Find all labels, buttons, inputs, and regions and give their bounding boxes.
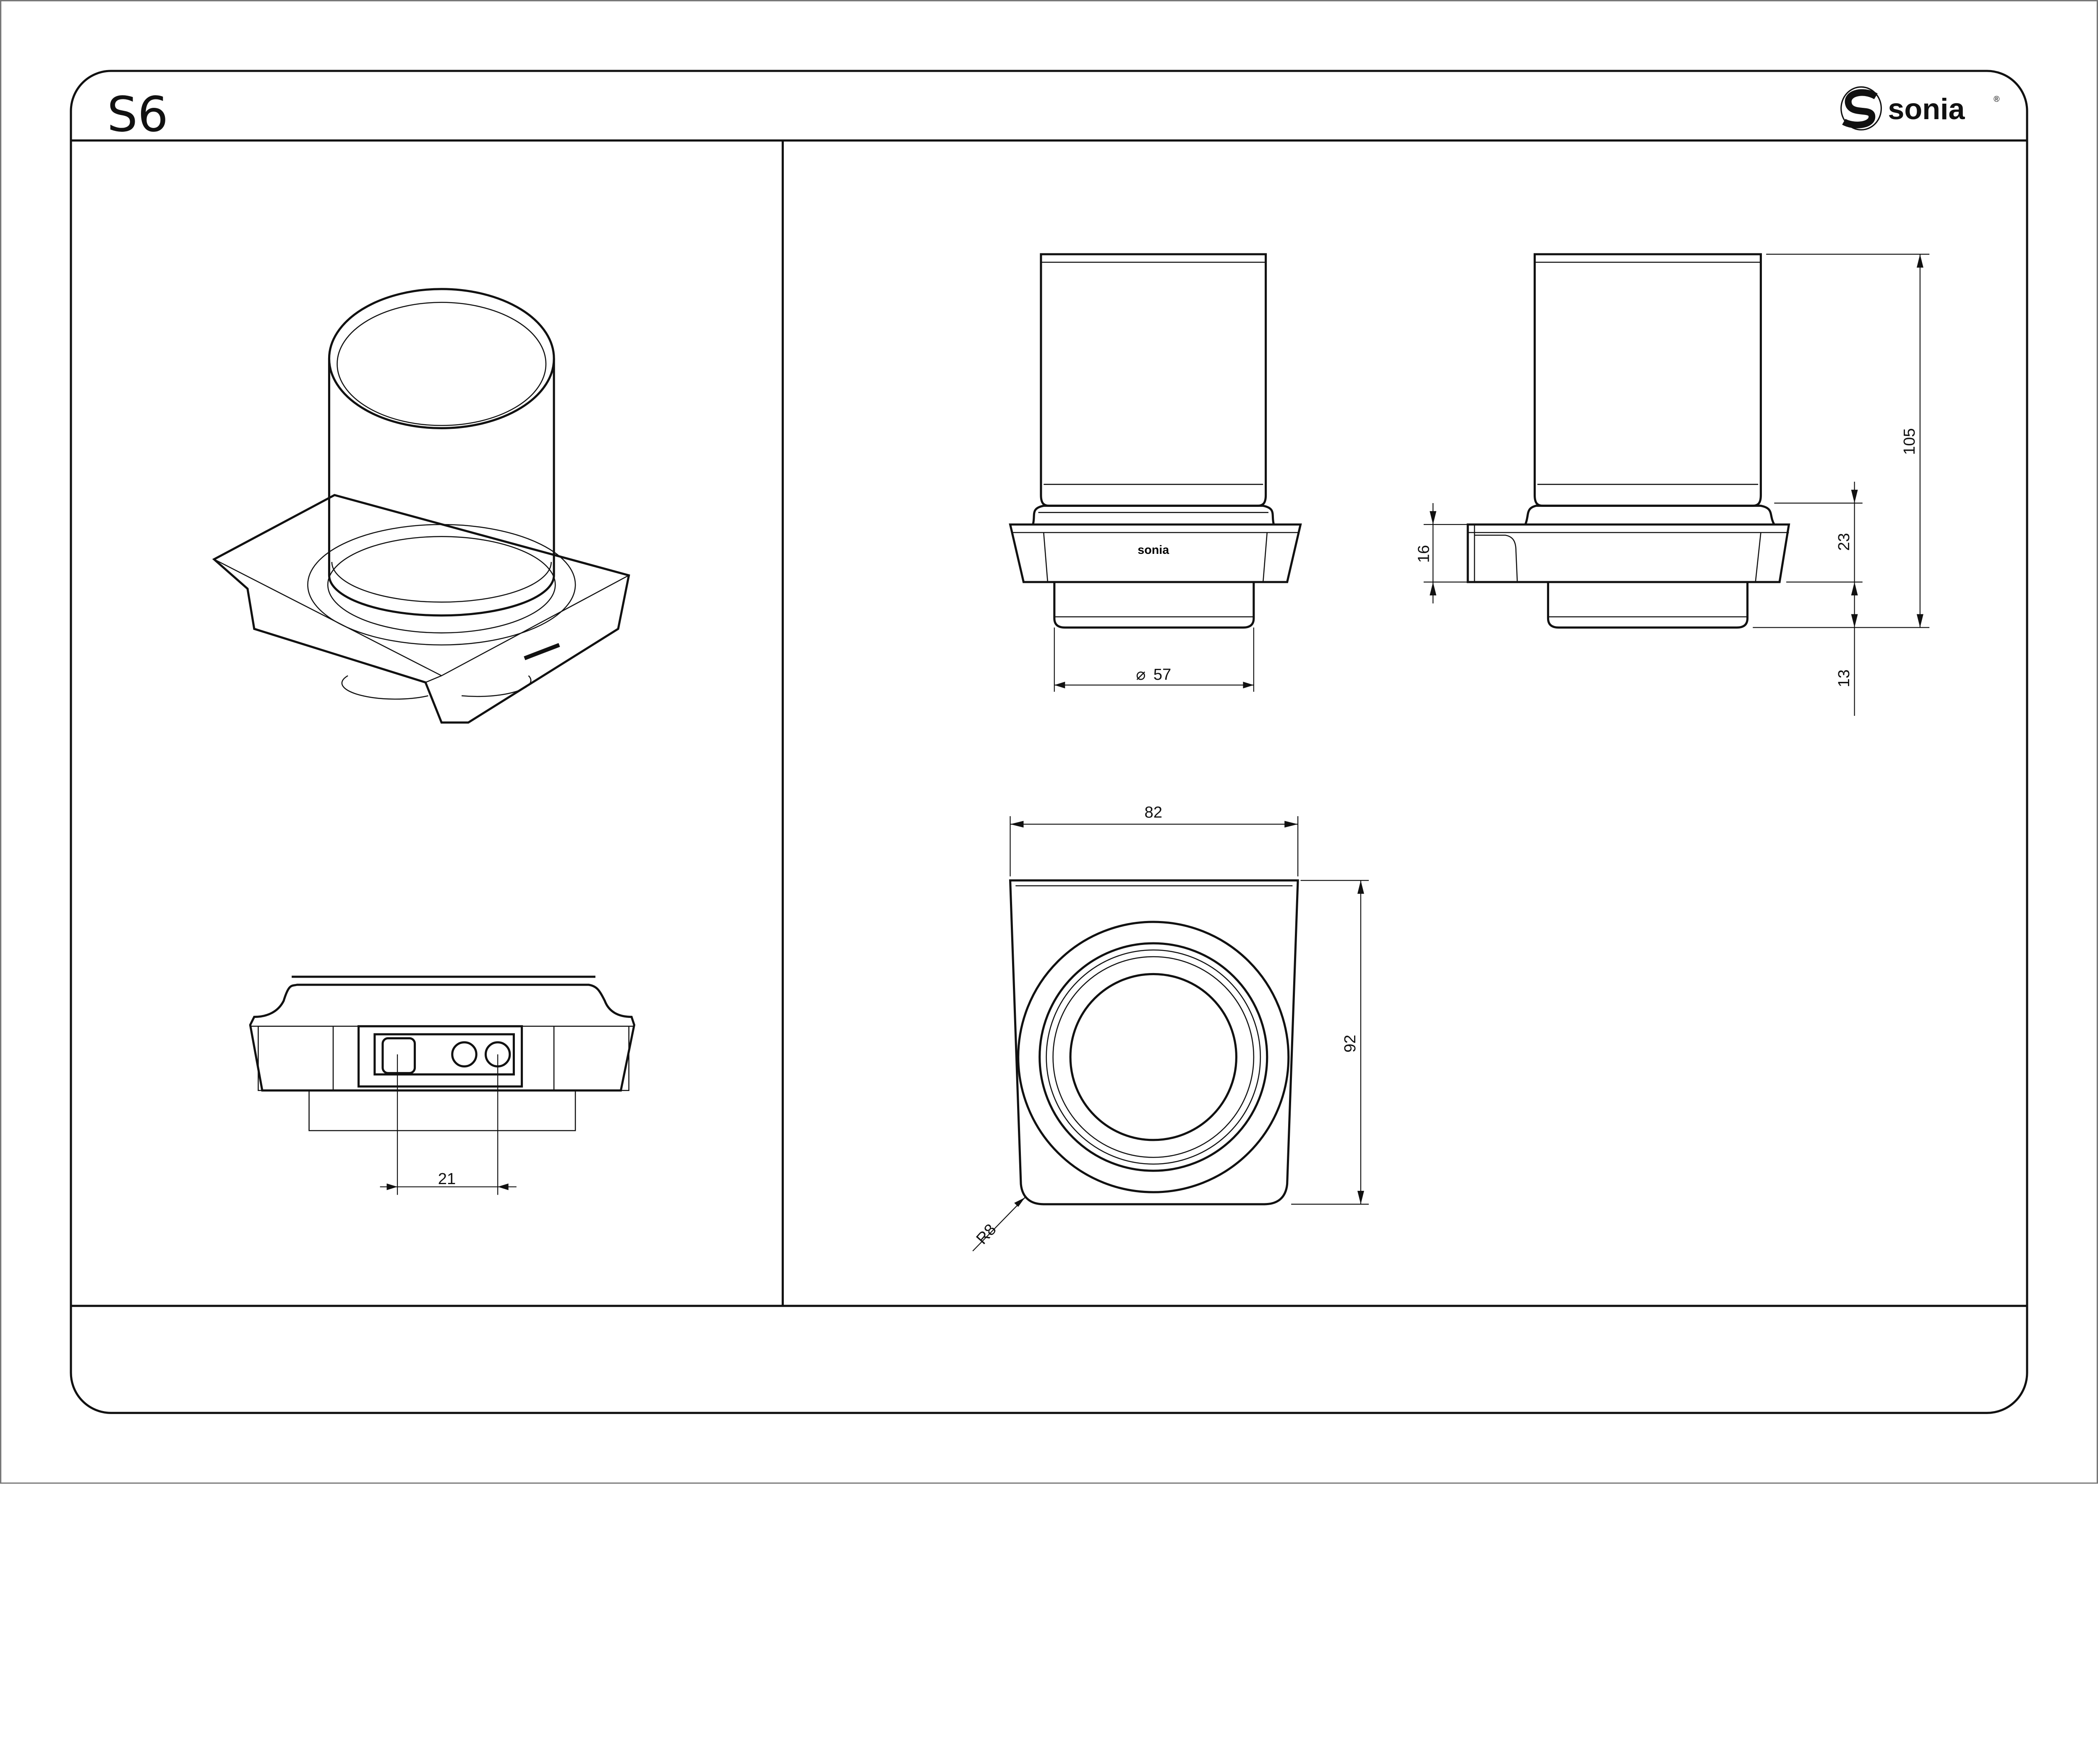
registered-mark: ® xyxy=(1994,95,1999,104)
sheet-title: S6 xyxy=(107,86,168,143)
dim-hole-spacing: 21 xyxy=(438,1170,456,1188)
brand-name: sonia xyxy=(1888,92,1965,125)
dim-diameter-symbol: ⌀ xyxy=(1136,665,1146,684)
outer-border xyxy=(0,0,2098,1484)
title-frame xyxy=(70,70,2028,1414)
dim-diameter: 57 xyxy=(1153,665,1172,684)
logo-s-icon xyxy=(1842,89,1878,128)
dim-depth: 92 xyxy=(1341,1035,1359,1053)
dim-holder-height: 23 xyxy=(1835,533,1853,551)
front-view: sonia ⌀ 57 xyxy=(1009,253,1302,692)
dim-total-height: 105 xyxy=(1900,428,1918,455)
technical-drawing-sheet: S6 sonia ® 21 xyxy=(0,0,2098,1484)
product-engraving: sonia xyxy=(1138,543,1169,557)
isometric-view xyxy=(212,288,630,724)
brand-logo: sonia ® xyxy=(1840,86,1999,130)
dim-tray-height: 16 xyxy=(1415,545,1433,563)
dim-width: 82 xyxy=(1144,803,1162,821)
side-view: 105 23 13 16 xyxy=(1415,253,1930,716)
back-view: 21 xyxy=(249,976,636,1195)
dim-bottom-height: 13 xyxy=(1835,669,1853,687)
